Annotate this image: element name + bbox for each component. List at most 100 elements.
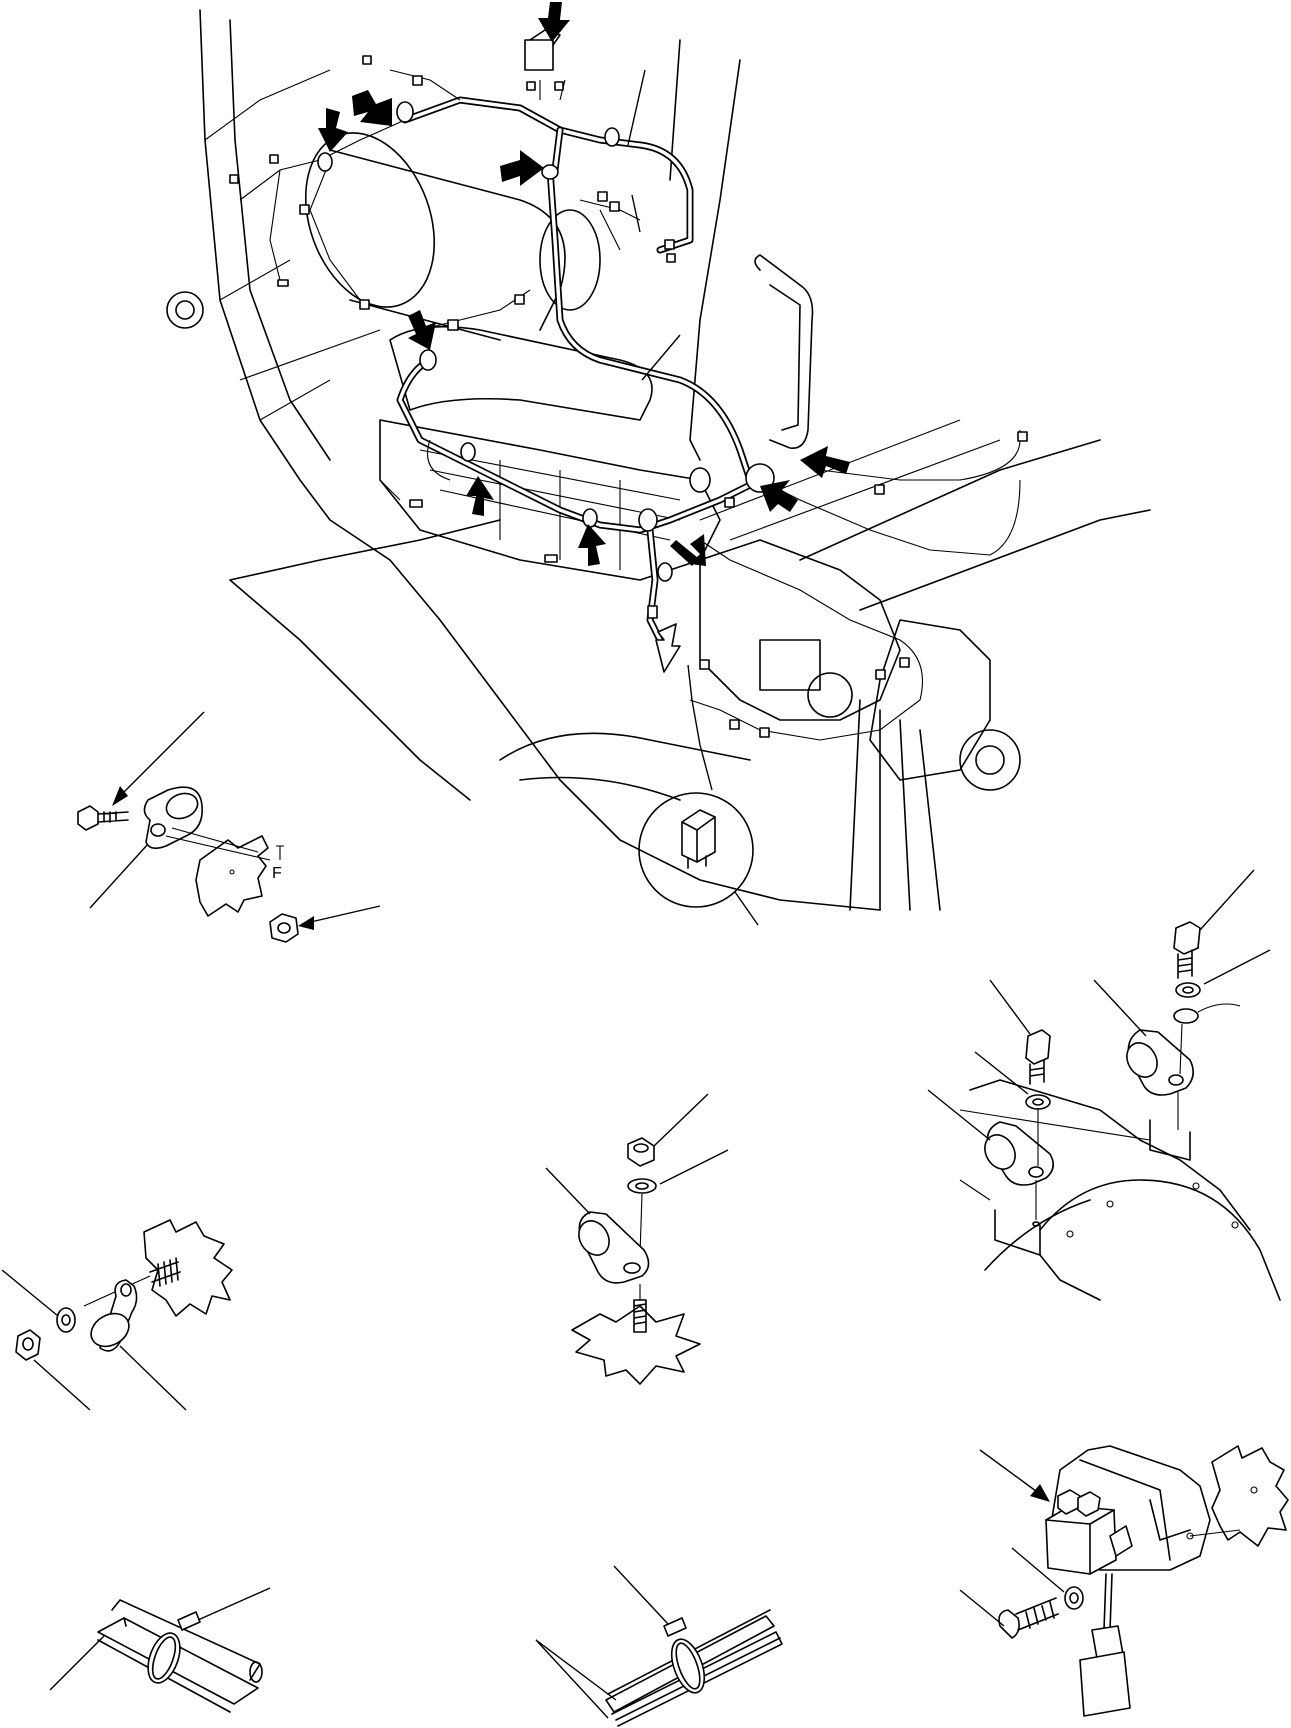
leader-clamp-center bbox=[545, 1167, 591, 1215]
motor-flange bbox=[959, 729, 1021, 791]
leader-harness-2 bbox=[631, 194, 641, 233]
housing-block-right bbox=[1149, 1119, 1191, 1161]
washer-relay-hole bbox=[1069, 1592, 1079, 1604]
relay-top bbox=[524, 39, 554, 71]
motor-housing bbox=[869, 619, 991, 781]
pump-port bbox=[807, 672, 853, 718]
cable-tie-loop bbox=[147, 1632, 181, 1684]
leader-clamp-lower bbox=[119, 1345, 187, 1411]
hex-nut-center-hole bbox=[633, 1143, 649, 1153]
leader-harness-rail bbox=[49, 1635, 105, 1691]
hex-nut-lower-hole bbox=[22, 1337, 34, 1351]
housing-curve bbox=[1039, 1179, 1281, 1301]
clamp-detail-bolt-nut: F bbox=[77, 711, 381, 943]
arrow-clamp-3 bbox=[500, 150, 544, 186]
leader-cable-tie-center bbox=[613, 1565, 669, 1625]
cab-frame-inner bbox=[229, 19, 331, 461]
position-arrows bbox=[318, 2, 850, 566]
cable-tie-detail-double bbox=[535, 1565, 783, 1727]
leader-relay-arrow bbox=[979, 1449, 1041, 1495]
housing-curve-inner bbox=[984, 1199, 1091, 1271]
housing-bolt-2 bbox=[1106, 1200, 1114, 1208]
washer-lower bbox=[56, 1307, 76, 1333]
mounting-plate-relay-hole bbox=[1250, 1486, 1258, 1494]
leader-bolt-right bbox=[1199, 869, 1255, 931]
washer-center-hole bbox=[635, 1182, 649, 1190]
bolt-shank-right bbox=[1177, 949, 1193, 979]
clamp-right-ring bbox=[1126, 1042, 1158, 1078]
fuse-leader bbox=[687, 664, 713, 791]
arrow-clamp-7 bbox=[670, 534, 706, 566]
arrow-clamp-8 bbox=[760, 480, 798, 512]
leader-clamp-left bbox=[927, 1089, 991, 1141]
washer-left-hole bbox=[1032, 1098, 1044, 1106]
tank-body bbox=[329, 149, 566, 341]
relay-harness-connector bbox=[1079, 1651, 1131, 1717]
relay-connector bbox=[1109, 1525, 1133, 1557]
pipe-clamp-hole bbox=[150, 823, 166, 837]
main-assembly-view bbox=[166, 2, 1151, 911]
axis-center bbox=[639, 1193, 643, 1255]
harness-connectors bbox=[229, 55, 1028, 738]
washer-right-lower bbox=[1173, 1008, 1199, 1024]
leader-harness-3 bbox=[641, 334, 681, 381]
arrowhead-nut bbox=[298, 916, 314, 930]
arrow-clamp-6 bbox=[578, 524, 606, 566]
housing-bolt-1 bbox=[1066, 1230, 1074, 1238]
stud-center bbox=[633, 1299, 647, 1333]
leader-bolt-left bbox=[989, 979, 1031, 1035]
housing-lines bbox=[959, 1109, 1151, 1201]
leader-fuse bbox=[734, 891, 759, 926]
hex-bolt-shank bbox=[97, 811, 129, 823]
pipe-clamp-ring bbox=[165, 792, 199, 820]
washer-right-hole bbox=[1182, 986, 1194, 994]
leader-nut-center bbox=[653, 1093, 709, 1147]
housing-block-left bbox=[994, 1209, 1041, 1256]
socket-bolt-shank bbox=[1015, 1597, 1059, 1631]
housing-bolt-4 bbox=[1231, 1221, 1239, 1229]
cable-tie-loop-inner bbox=[151, 1636, 177, 1680]
plate-note-label: F bbox=[272, 865, 282, 882]
relay-terminal-2 bbox=[1077, 1491, 1101, 1517]
clamp-left-hole bbox=[1028, 1166, 1044, 1178]
washer-relay bbox=[1064, 1586, 1084, 1610]
axis-left-hole bbox=[1032, 1221, 1040, 1227]
axis-right bbox=[1177, 1023, 1183, 1130]
tank-cylinder bbox=[304, 132, 436, 308]
stud-lower bbox=[149, 1257, 181, 1287]
branch-wires bbox=[239, 69, 1021, 741]
cable-tie-head bbox=[177, 1611, 201, 1631]
socket-bolt-head bbox=[998, 1609, 1020, 1639]
track-frame bbox=[499, 732, 751, 801]
relay-detail bbox=[959, 1445, 1289, 1717]
leader-washer-relay bbox=[1011, 1547, 1065, 1593]
arrow-relay bbox=[538, 2, 570, 42]
relay-body bbox=[1045, 1505, 1117, 1575]
floor-edge bbox=[229, 519, 501, 801]
cable-tie-loop-center bbox=[670, 1638, 706, 1694]
leader-washer-lower bbox=[1, 1269, 59, 1317]
arrowhead-bolt bbox=[112, 786, 128, 806]
housing-flange bbox=[1039, 1254, 1101, 1301]
hex-nut bbox=[269, 913, 299, 943]
fuse-blades bbox=[687, 855, 707, 869]
bolt-head-left bbox=[1025, 1029, 1051, 1065]
arrow-clamp-4 bbox=[408, 310, 436, 350]
clamp-center-hole bbox=[623, 1262, 641, 1274]
cab-frame-left bbox=[199, 9, 881, 911]
motor-shaft bbox=[975, 745, 1005, 775]
harness-rail bbox=[97, 1617, 259, 1705]
cable-tie-head-center bbox=[663, 1617, 687, 1637]
arrow-fuse bbox=[655, 623, 681, 673]
bolt-head-right bbox=[1173, 921, 1201, 955]
fuse-body bbox=[681, 809, 716, 863]
housing-top-edge bbox=[969, 1079, 1251, 1231]
clamp-lower-ring bbox=[90, 1312, 130, 1348]
clamp-left-ring bbox=[984, 1134, 1016, 1170]
platform-right bbox=[799, 439, 1151, 611]
relay-bracket-edges bbox=[1079, 1459, 1191, 1561]
arrowhead-relay bbox=[1030, 1484, 1050, 1502]
clamp-center-ring bbox=[578, 1220, 610, 1256]
leader-cables-center bbox=[535, 1639, 617, 1719]
harness-tube-end bbox=[249, 1661, 263, 1683]
